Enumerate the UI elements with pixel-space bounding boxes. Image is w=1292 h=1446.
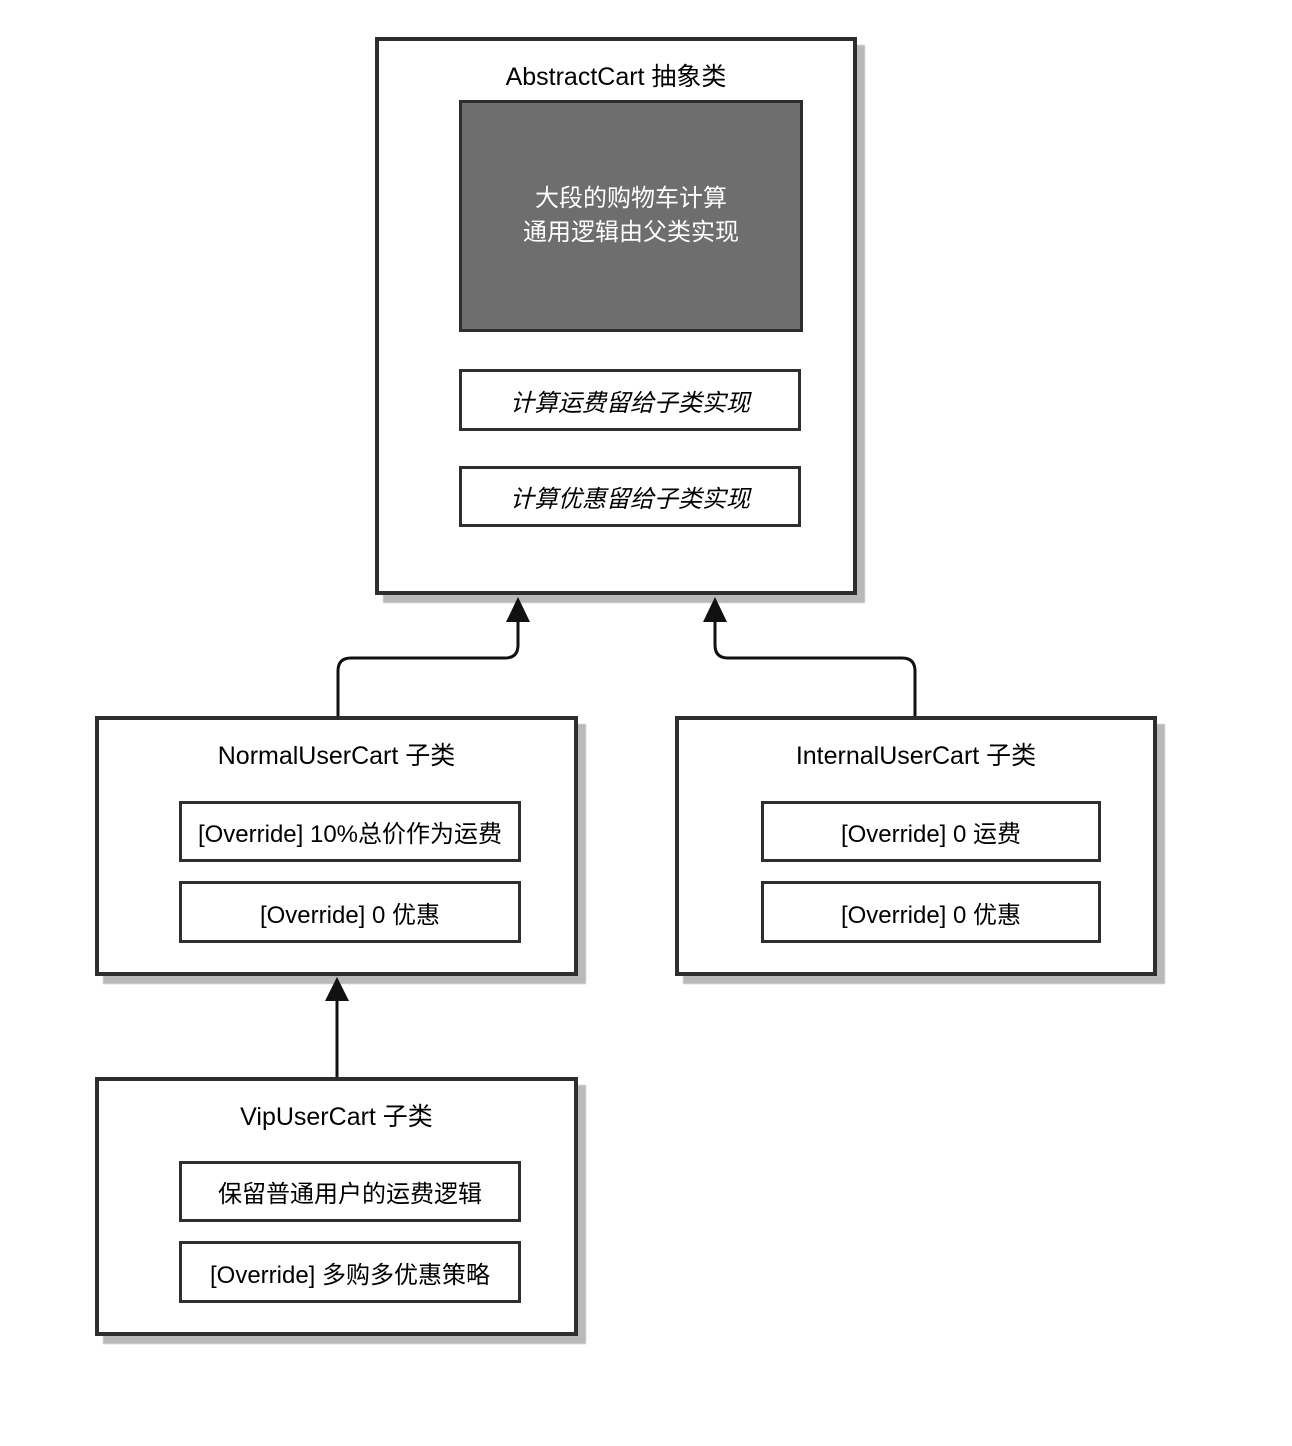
arrowhead-normal-to-abstract-icon — [506, 597, 530, 622]
internalusercart-title: InternalUserCart 子类 — [795, 742, 1037, 770]
normalusercart-method-shipping: [Override] 10%总价作为运费 — [179, 801, 521, 862]
class-box-internalusercart: InternalUserCart 子类 [Override] 0 运费 [Ove… — [675, 716, 1157, 976]
abstractcart-common-logic-line2: 通用逻辑由父类实现 — [523, 219, 739, 246]
internalusercart-method-shipping: [Override] 0 运费 — [761, 801, 1101, 862]
abstractcart-title: AbstractCart 抽象类 — [505, 63, 727, 91]
connector-internal-to-abstract — [713, 620, 917, 716]
connector-normal-to-abstract — [336, 620, 520, 716]
class-box-vipusercart: VipUserCart 子类 保留普通用户的运费逻辑 [Override] 多购… — [95, 1077, 578, 1336]
class-box-abstractcart: AbstractCart 抽象类 大段的购物车计算 通用逻辑由父类实现 计算运费… — [375, 37, 857, 595]
abstractcart-method-shipping: 计算运费留给子类实现 — [459, 369, 801, 431]
abstractcart-common-logic-line1: 大段的购物车计算 — [535, 185, 727, 212]
vipusercart-method-discount: [Override] 多购多优惠策略 — [179, 1241, 521, 1303]
abstractcart-method-discount: 计算优惠留给子类实现 — [459, 466, 801, 527]
abstractcart-common-logic-panel: 大段的购物车计算 通用逻辑由父类实现 — [459, 100, 803, 332]
class-box-normalusercart: NormalUserCart 子类 [Override] 10%总价作为运费 [… — [95, 716, 578, 976]
normalusercart-method-discount: [Override] 0 优惠 — [179, 881, 521, 943]
vipusercart-title: VipUserCart 子类 — [240, 1103, 433, 1131]
arrowhead-vip-to-normal-icon — [325, 977, 349, 1001]
normalusercart-title: NormalUserCart 子类 — [217, 742, 456, 770]
arrowhead-internal-to-abstract-icon — [703, 597, 727, 622]
internalusercart-method-discount: [Override] 0 优惠 — [761, 881, 1101, 943]
vipusercart-method-shipping: 保留普通用户的运费逻辑 — [179, 1161, 521, 1222]
